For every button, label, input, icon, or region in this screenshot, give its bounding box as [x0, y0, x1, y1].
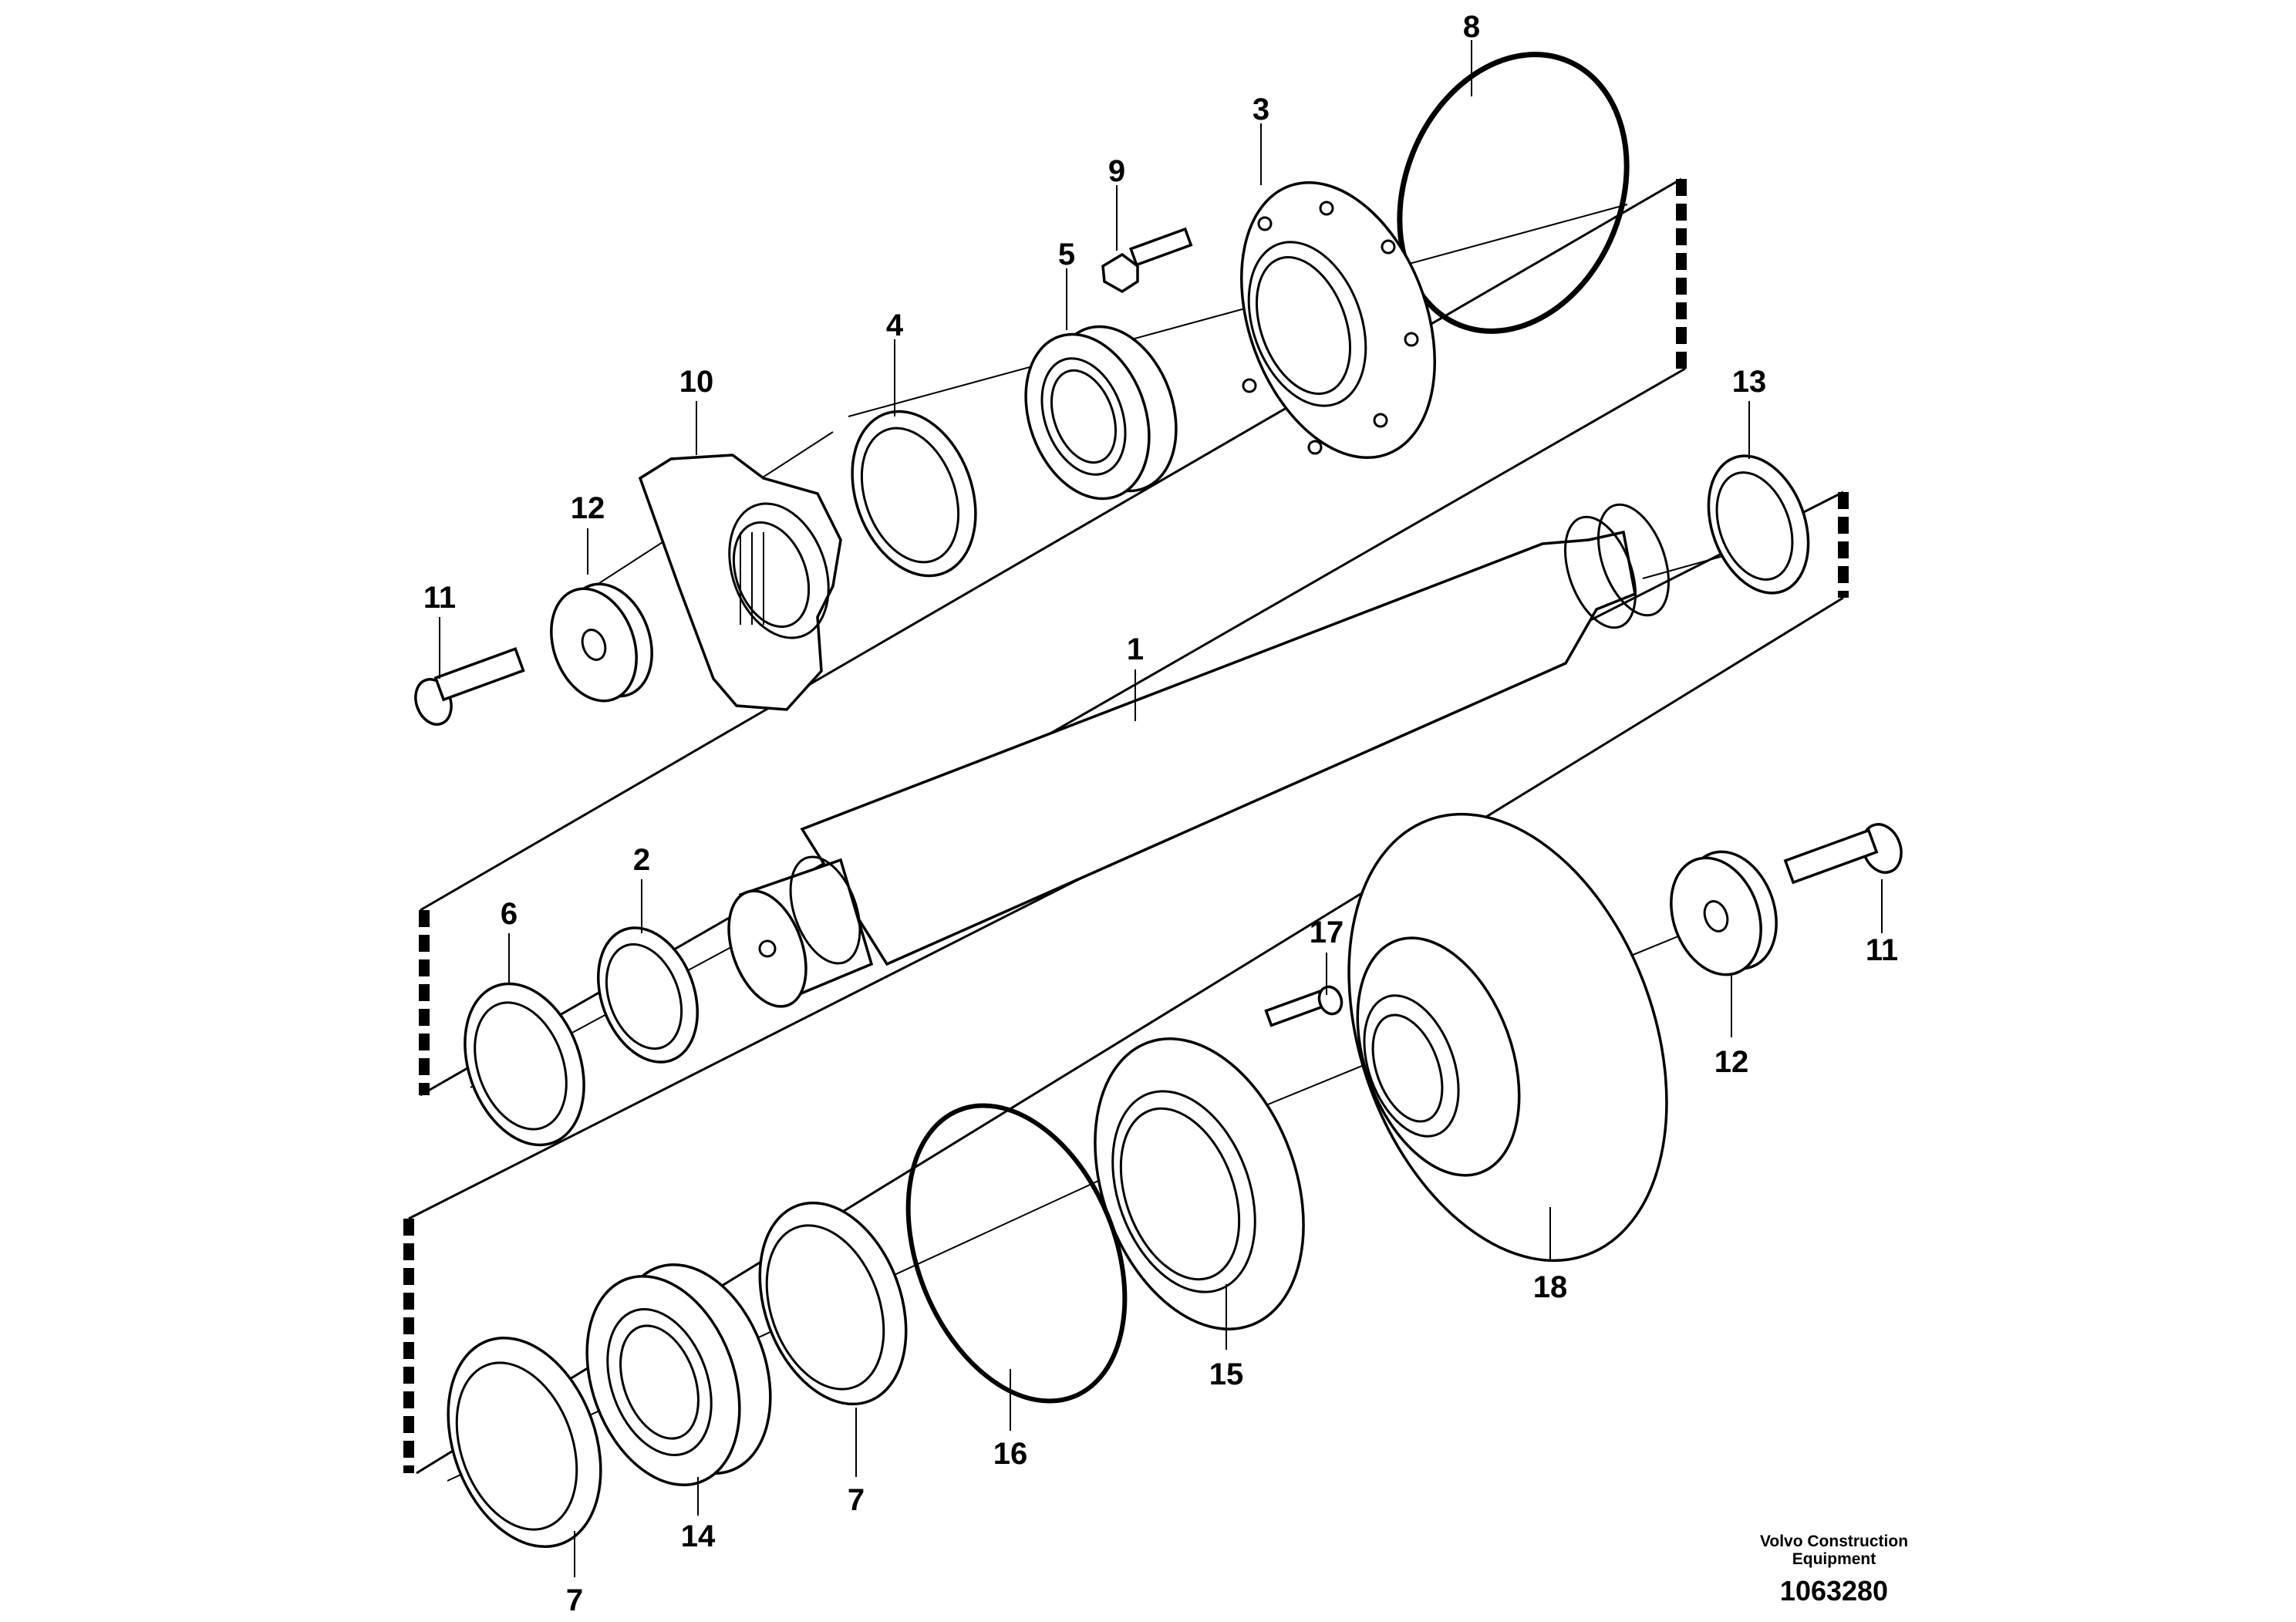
callout-11-upper: 11 — [423, 581, 456, 615]
callout-5: 5 — [1058, 238, 1075, 271]
callout-10: 10 — [679, 365, 714, 399]
callout-1: 1 — [1127, 632, 1144, 666]
callout-11-lower: 11 — [1866, 933, 1898, 967]
callout-15: 15 — [1209, 1357, 1244, 1391]
brand-line-1: Volvo Construction — [1760, 1533, 1908, 1550]
callout-18: 18 — [1533, 1270, 1568, 1304]
o-ring-upper — [1397, 52, 1630, 334]
callout-9: 9 — [1108, 154, 1125, 188]
washer-12-upper — [550, 582, 653, 703]
callout-12-upper: 12 — [571, 491, 605, 525]
bearing-cover-upper — [1240, 181, 1436, 459]
callout-16: 16 — [993, 1437, 1028, 1471]
callout-7-lower: 7 — [566, 1583, 583, 1617]
cap-screw-11-lower — [1783, 823, 1903, 885]
ball-bearing-14 — [585, 1263, 772, 1487]
screw-9 — [1101, 227, 1193, 294]
ball-bearing-upper — [1024, 325, 1178, 501]
ring-2 — [597, 926, 699, 1064]
callout-4: 4 — [886, 309, 904, 342]
ring-13 — [1707, 454, 1810, 595]
shaft-1 — [727, 503, 1671, 1008]
seal-6 — [464, 982, 585, 1147]
bearing-cover-15 — [1094, 1037, 1305, 1330]
callout-labels: 8 3 9 5 4 10 13 12 11 1 2 6 17 11 12 18 … — [423, 10, 1898, 1617]
leader-lines — [439, 40, 1883, 1577]
callout-7-upper: 7 — [848, 1483, 865, 1517]
callout-2: 2 — [633, 843, 650, 877]
seal-7-lower — [447, 1336, 602, 1549]
footer: Volvo Construction Equipment 1063280 — [1760, 1533, 1908, 1607]
spacer-ring-4 — [851, 410, 977, 578]
callout-17: 17 — [1310, 916, 1344, 949]
hub-18 — [1347, 812, 1668, 1263]
callout-12-lower: 12 — [1714, 1045, 1749, 1079]
callout-14: 14 — [681, 1519, 716, 1553]
bolt-17 — [1264, 985, 1344, 1027]
callout-8: 8 — [1463, 10, 1480, 44]
seal-ring-7-upper — [758, 1201, 908, 1406]
cap-screw-11-upper — [414, 647, 525, 726]
companion-flange-10 — [638, 454, 842, 711]
drawing-number: 1063280 — [1780, 1575, 1888, 1607]
o-ring-16 — [905, 1103, 1128, 1404]
brand-line-2: Equipment — [1792, 1550, 1876, 1568]
washer-12-lower — [1670, 850, 1778, 976]
callout-6: 6 — [501, 897, 518, 931]
callout-3: 3 — [1253, 93, 1269, 126]
callout-13: 13 — [1732, 365, 1767, 399]
